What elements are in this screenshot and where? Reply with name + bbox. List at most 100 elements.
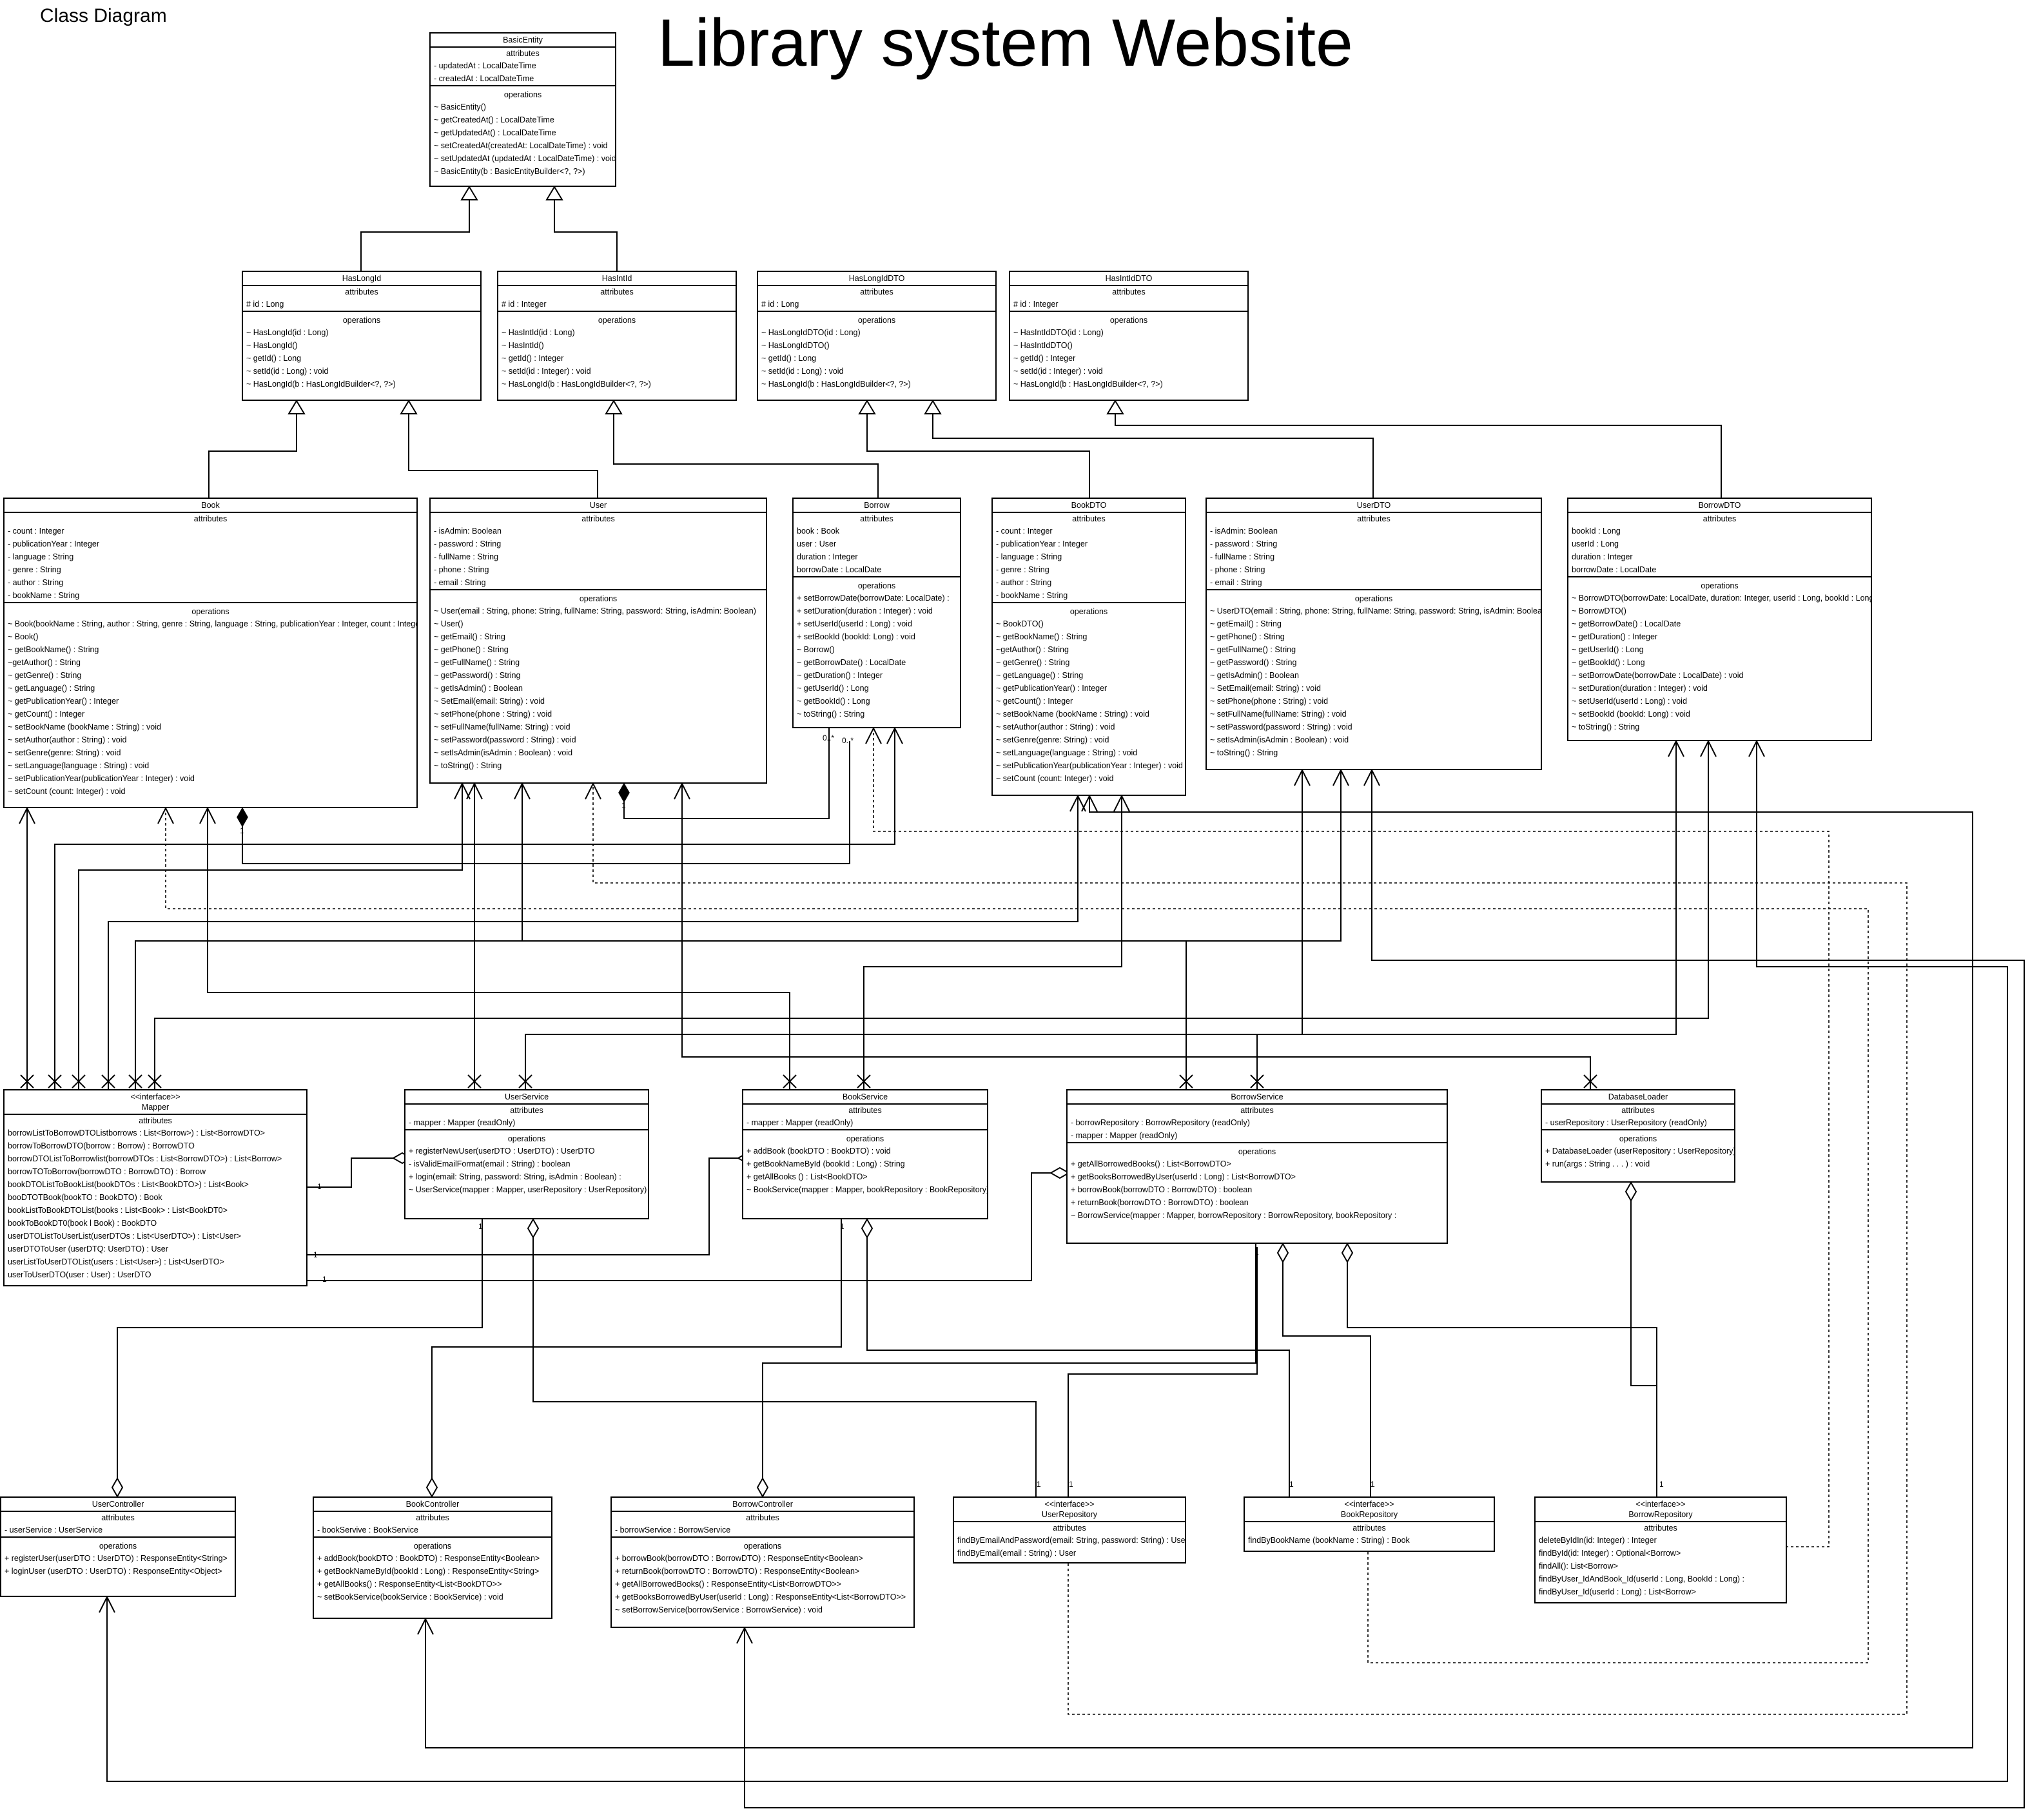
gen-bookdto-haslongiddto — [866, 401, 1090, 498]
attributes-section: attributes- bookServive : BookService — [314, 1512, 551, 1536]
attributes-section: attributes findByEmailAndPassword(email: … — [954, 1522, 1185, 1560]
attributes-section: attributes- mapper : Mapper (readOnly) — [405, 1105, 648, 1129]
operation-row: ~ setGenre(genre: String) : void — [8, 748, 121, 757]
agg-borrowservice-bookrepository — [1347, 1244, 1657, 1496]
operations-heading: operations — [846, 1134, 884, 1143]
dep-arrowhead — [674, 782, 690, 800]
class-name: BookDTO — [993, 499, 1185, 513]
operations-heading: operations — [743, 1542, 782, 1551]
attributes-heading: attributes — [1072, 514, 1106, 523]
multiplicity-label: 1 — [322, 1275, 327, 1284]
dep-borrowcontroller-borrowdto — [744, 770, 2025, 1808]
operations-section: operations~ BorrowDTO(borrowDate: LocalD… — [1568, 576, 1871, 733]
operations-heading: operations — [1354, 594, 1393, 603]
x-mark — [857, 1074, 871, 1089]
class-name: BookService — [743, 1090, 987, 1105]
operation-row: ~ SetEmail(email: String) : void — [434, 697, 545, 706]
operation-row: ~ setLanguage(language : String) : void — [996, 748, 1138, 757]
operation-row: ~ getBorrowDate() : LocalDate — [1572, 619, 1681, 628]
class-stereotype: <<interface>> — [1344, 1500, 1394, 1509]
operation-row: + DatabaseLoader (userRepository : UserR… — [1545, 1147, 1735, 1156]
operation-row: + getBooksBorrowedByUser(userId : Long) … — [1071, 1172, 1296, 1181]
class-stereotype: <<interface>> — [1044, 1500, 1095, 1509]
operations-section: operations~ User(email : String, phone: … — [431, 589, 766, 772]
gen-borrowdto-hasintiddto — [1115, 401, 1722, 498]
operations-heading: operations — [99, 1542, 137, 1551]
operation-row: ~ getEmail() : String — [434, 632, 505, 641]
aggregation-diamond — [1341, 1242, 1354, 1264]
aggregation-diamond — [1276, 1242, 1289, 1264]
operation-row: ~ setPhone(phone : String) : void — [434, 710, 552, 719]
attributes-heading: attributes — [1053, 1524, 1086, 1533]
dep-bookcontroller-bookdto — [425, 796, 1973, 1748]
operation-row: ~ toString() : String — [1572, 722, 1640, 731]
attribute-row: bookId : Long — [1572, 527, 1621, 536]
operation-row: ~ setBookName (bookName : String) : void — [996, 710, 1149, 719]
attribute-row: - borrowRepository : BorrowRepository (r… — [1071, 1118, 1250, 1127]
agg-borrowcontroller-borrowservice — [762, 1244, 1256, 1496]
agg-userservice-userrepository — [532, 1219, 1037, 1496]
x-mark — [467, 1074, 482, 1089]
operation-row: ~ getUserId() : Long — [1572, 645, 1644, 654]
operation-row: ~ getId() : Integer — [1013, 354, 1076, 363]
attribute-row: - userRepository : UserRepository (readO… — [1545, 1118, 1707, 1127]
multiplicity-label: 1 — [478, 1222, 483, 1231]
dep-arrowhead — [417, 1617, 434, 1635]
class-name: BasicEntity — [431, 34, 615, 48]
attributes-section: attributes# id : Integer — [498, 286, 736, 311]
operation-row: ~ getBorrowDate() : LocalDate — [797, 658, 906, 667]
operations-heading: operations — [191, 607, 229, 616]
operation-row: ~ HasLongId() — [246, 341, 298, 350]
dep-userservice-userdto — [525, 741, 1677, 1089]
operations-heading: operations — [1069, 607, 1108, 616]
multiplicity-label: 1 — [1371, 1480, 1375, 1489]
multiplicity-label: 1 — [1659, 1480, 1664, 1489]
dep-arrowhead — [199, 806, 216, 824]
operation-row: + login(email: String, password: String,… — [409, 1172, 621, 1181]
attribute-row: borrowToBorrowDTO(borrow : Borrow) : Bor… — [8, 1141, 195, 1150]
attribute-row: - language : String — [996, 552, 1062, 561]
attribute-row: - bookName : String — [996, 591, 1068, 600]
operations-section: operations~ UserDTO(email : String, phon… — [1207, 589, 1541, 759]
x-mark — [48, 1074, 62, 1089]
operation-row: ~ setPhone(phone : String) : void — [1210, 697, 1329, 706]
operation-row: + getBookNameById (bookId : Long) : Stri… — [747, 1159, 905, 1168]
diagram-type-label: Class Diagram — [40, 5, 167, 26]
class-name-text: UserRepository — [1041, 1510, 1098, 1519]
attributes-section: attributes- borrowRepository : BorrowRep… — [1068, 1105, 1447, 1142]
dep-arrowhead — [1069, 794, 1086, 812]
operation-row: + run(args : String . . . ) : void — [1545, 1159, 1650, 1168]
class-name: <<interface>>Mapper — [5, 1090, 306, 1115]
attributes-heading: attributes — [1703, 514, 1737, 523]
operations-section: operations~ HasLongId(id : Long)~ HasLon… — [243, 311, 480, 391]
attributes-heading: attributes — [416, 1513, 449, 1522]
agg-borrowservice-userrepository — [1068, 1247, 1258, 1496]
gen-arrowhead — [288, 400, 306, 414]
multiplicity-label: 1 — [1289, 1480, 1294, 1489]
page-title: Library system Website — [658, 6, 1353, 81]
dep-arrowhead — [99, 1595, 115, 1613]
attribute-row: - password : String — [1210, 539, 1278, 548]
attribute-row: findByEmailAndPassword(email: String, pa… — [957, 1536, 1186, 1545]
attributes-heading: attributes — [600, 287, 634, 296]
dep-arrowhead — [585, 782, 601, 800]
operation-row: ~ setPassword(password : String) : void — [434, 735, 576, 744]
attribute-row: borrowTOToBorrow(borrowDTO : BorrowDTO) … — [8, 1167, 206, 1176]
attributes-section: attributes- count : Integer- publication… — [5, 513, 416, 602]
class-name: Book — [5, 499, 416, 513]
operation-row: + addBook(bookDTO : BookDTO) : ResponseE… — [317, 1554, 540, 1563]
operation-row: ~ getLanguage() : String — [8, 684, 95, 693]
operation-row: ~ setUserId(userId : Long) : void — [1572, 697, 1687, 706]
operation-row: ~ setLanguage(language : String) : void — [8, 761, 150, 770]
operations-heading: operations — [413, 1542, 452, 1551]
class-name: User — [431, 499, 766, 513]
x-mark — [1583, 1074, 1597, 1089]
attributes-section: attributes# id : Integer — [1010, 286, 1247, 311]
class-name: DatabaseLoader — [1542, 1090, 1734, 1105]
